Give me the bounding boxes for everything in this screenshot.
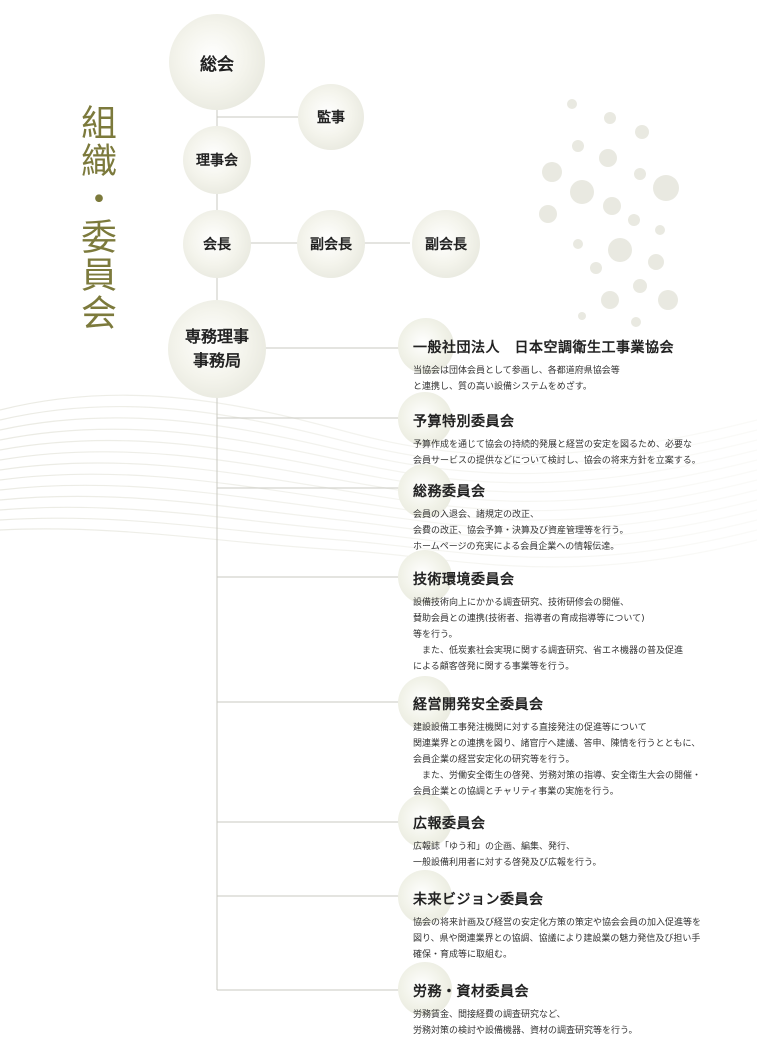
- committee-description: 当協会は団体会員として参画し、各都道府県協会等 と連携し、質の高い設備システムを…: [413, 363, 753, 395]
- committee-bubble: [398, 550, 452, 604]
- committee-description: 広報誌「ゆう和」の企画、編集、発行、 一般設備利用者に対する啓発及び広報を行う。: [413, 839, 753, 871]
- description-line: と連携し、質の高い設備システムをめざす。: [413, 382, 592, 392]
- committee-title: 労務・資材委員会: [413, 984, 529, 1000]
- description-line: 会費の改正、協会予算・決算及び資産管理等を行う。: [413, 526, 629, 536]
- node-vice-president-1-label: 副会長: [310, 237, 352, 253]
- committee-description: 予算作成を通じて協会の持続的発展と経営の安定を図るため、必要な 会員サービスの提…: [413, 437, 753, 469]
- committee-bubble: [398, 676, 452, 730]
- node-general-assembly-label: 総会: [200, 54, 234, 75]
- node-president-label: 会長: [203, 237, 231, 253]
- node-vice-president-2: 副会長: [412, 210, 480, 278]
- node-executive-director: 専務理事 事務局: [168, 300, 266, 398]
- node-executive-director-label-1: 専務理事: [184, 327, 249, 346]
- committee-title: 未来ビジョン委員会: [413, 892, 544, 908]
- committee-title: 予算特別委員会: [413, 414, 515, 430]
- node-auditor-label: 監事: [317, 110, 345, 126]
- committee-technology-environment: 技術環境委員会 設備技術向上にかかる調査研究、技術研修会の開催、 賛助会員との連…: [413, 569, 753, 675]
- description-line: 等を行う。: [413, 630, 458, 640]
- wave-pattern: [0, 394, 757, 568]
- description-line: による顧客啓発に関する事業等を行う。: [413, 662, 575, 672]
- committee-title: 総務委員会: [413, 484, 486, 500]
- committee-bubble: [398, 870, 452, 924]
- description-line: 建設設備工事発注機関に対する直接発注の促進等について: [413, 723, 647, 733]
- committee-management-safety: 経営開発安全委員会 建設設備工事発注機関に対する直接発注の促進等について 関連業…: [413, 694, 753, 800]
- committee-description: 設備技術向上にかかる調査研究、技術研修会の開催、 賛助会員との連携(技術者、指導…: [413, 595, 753, 675]
- description-line: ホームページの充実による会員企業への情報伝達。: [413, 542, 620, 552]
- committee-bubble: [398, 392, 452, 446]
- committee-bubble: [398, 962, 452, 1016]
- node-auditor: 監事: [298, 84, 364, 150]
- committee-bubble: [398, 464, 452, 518]
- committee-bubble: [398, 318, 454, 374]
- node-vice-president-1: 副会長: [297, 210, 365, 278]
- description-line: 広報誌「ゆう和」の企画、編集、発行、: [413, 842, 576, 852]
- committee-title: 広報委員会: [413, 816, 486, 832]
- committee-title: 技術環境委員会: [413, 572, 515, 588]
- description-line: 労務対策の検討や設備機器、資材の調査研究等を行う。: [413, 1026, 638, 1036]
- committee-general-affairs: 総務委員会 会員の入退会、諸規定の改正、 会費の改正、協会予算・決算及び資産管理…: [413, 481, 753, 555]
- committee-title: 一般社団法人 日本空調衛生工事業協会: [413, 340, 674, 356]
- node-general-assembly: 総会: [169, 14, 265, 110]
- description-line: 賛助会員との連携(技術者、指導者の育成指導等について): [413, 614, 645, 624]
- committee-public-relations: 広報委員会 広報誌「ゆう和」の企画、編集、発行、 一般設備利用者に対する啓発及び…: [413, 813, 753, 871]
- committee-title: 経営開発安全委員会: [413, 697, 544, 713]
- node-vice-president-2-label: 副会長: [425, 237, 467, 253]
- description-line: 会員サービスの提供などについて検討し、協会の将来方針を立案する。: [413, 456, 701, 466]
- committee-labor-materials: 労務・資材委員会 労務賃金、間接経費の調査研究など、 労務対策の検討や設備機器、…: [413, 981, 753, 1039]
- description-line: 設備技術向上にかかる調査研究、技術研修会の開催、: [413, 598, 630, 608]
- description-line: 会員企業の経営安定化の研究等を行う。: [413, 755, 575, 765]
- description-line: 会員企業との協調とチャリティ事業の実施を行う。: [413, 787, 619, 797]
- description-line: 関連業界との連携を図り、諸官庁へ建議、答申、陳情を行うとともに、: [413, 739, 701, 749]
- committee-description: 協会の将来計画及び経営の安定化方策の策定や協会会員の加入促進等を 図り、県や関連…: [413, 915, 753, 963]
- description-line: 当協会は団体会員として参画し、各都道府県協会等: [413, 366, 620, 376]
- description-line: 確保・育成等に取組む。: [413, 950, 513, 960]
- page-title: 組織・委員会: [75, 104, 116, 332]
- node-president: 会長: [183, 210, 251, 278]
- committee-description: 建設設備工事発注機関に対する直接発注の促進等について 関連業界との連携を図り、諸…: [413, 720, 753, 800]
- committee-description: 労務賃金、間接経費の調査研究など、 労務対策の検討や設備機器、資材の調査研究等を…: [413, 1007, 753, 1039]
- node-executive-director-label-2: 事務局: [192, 351, 241, 370]
- description-line: 労務賃金、間接経費の調査研究など、: [413, 1010, 566, 1020]
- description-line: 予算作成を通じて協会の持続的発展と経営の安定を図るため、必要な: [413, 440, 693, 450]
- description-line: また、労働安全衛生の啓発、労務対策の指導、安全衛生大会の開催・: [413, 771, 702, 781]
- decorative-dots: [539, 99, 679, 327]
- description-line: また、低炭素社会実現に関する調査研究、省エネ機器の普及促進: [413, 646, 684, 656]
- committee-bubble: [398, 794, 452, 848]
- committee-japan-association: 一般社団法人 日本空調衛生工事業協会 当協会は団体会員として参画し、各都道府県協…: [413, 337, 753, 395]
- node-board: 理事会: [183, 126, 251, 194]
- description-line: 一般設備利用者に対する啓発及び広報を行う。: [413, 858, 602, 868]
- committee-description: 会員の入退会、諸規定の改正、 会費の改正、協会予算・決算及び資産管理等を行う。 …: [413, 507, 753, 555]
- description-line: 会員の入退会、諸規定の改正、: [413, 510, 540, 520]
- description-line: 協会の将来計画及び経営の安定化方策の策定や協会会員の加入促進等を: [413, 918, 702, 928]
- committee-future-vision: 未来ビジョン委員会 協会の将来計画及び経営の安定化方策の策定や協会会員の加入促進…: [413, 889, 753, 963]
- description-line: 図り、県や関連業界との協調、協議により建設業の魅力発信及び担い手: [413, 934, 701, 944]
- node-board-label: 理事会: [196, 153, 238, 169]
- committee-budget: 予算特別委員会 予算作成を通じて協会の持続的発展と経営の安定を図るため、必要な …: [413, 411, 753, 469]
